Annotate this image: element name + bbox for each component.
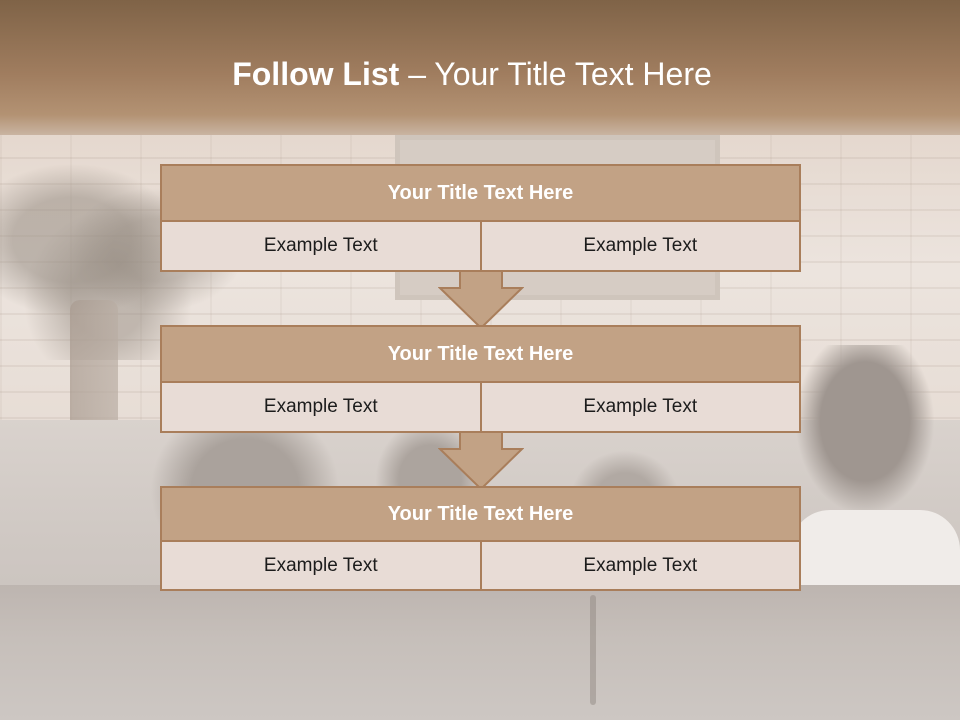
block-row: Example Text Example Text: [160, 383, 801, 433]
background-person-right: [795, 345, 935, 515]
block-row: Example Text Example Text: [160, 222, 801, 272]
block-cell-right[interactable]: Example Text: [481, 383, 801, 433]
block-cell-right[interactable]: Example Text: [481, 222, 801, 272]
block-cell-left[interactable]: Example Text: [160, 383, 482, 433]
background-sofa: [0, 585, 960, 720]
block-cell-left[interactable]: Example Text: [160, 222, 482, 272]
list-block-2[interactable]: Your Title Text Here Example Text Exampl…: [160, 325, 801, 433]
list-block-1[interactable]: Your Title Text Here Example Text Exampl…: [160, 164, 801, 272]
title-banner: [0, 0, 960, 135]
block-header[interactable]: Your Title Text Here: [160, 325, 801, 383]
down-arrow-icon[interactable]: [438, 431, 524, 491]
background-sofa-seam: [590, 595, 596, 705]
slide-title[interactable]: Follow List – Your Title Text Here: [0, 56, 944, 93]
block-header[interactable]: Your Title Text Here: [160, 164, 801, 222]
block-row: Example Text Example Text: [160, 542, 801, 591]
block-cell-left[interactable]: Example Text: [160, 542, 482, 591]
block-header[interactable]: Your Title Text Here: [160, 486, 801, 542]
down-arrow-icon[interactable]: [438, 270, 524, 330]
block-cell-right[interactable]: Example Text: [481, 542, 801, 591]
slide-title-bold: Follow List: [232, 56, 400, 92]
slide-title-rest: – Your Title Text Here: [399, 56, 712, 92]
list-block-3[interactable]: Your Title Text Here Example Text Exampl…: [160, 486, 801, 591]
